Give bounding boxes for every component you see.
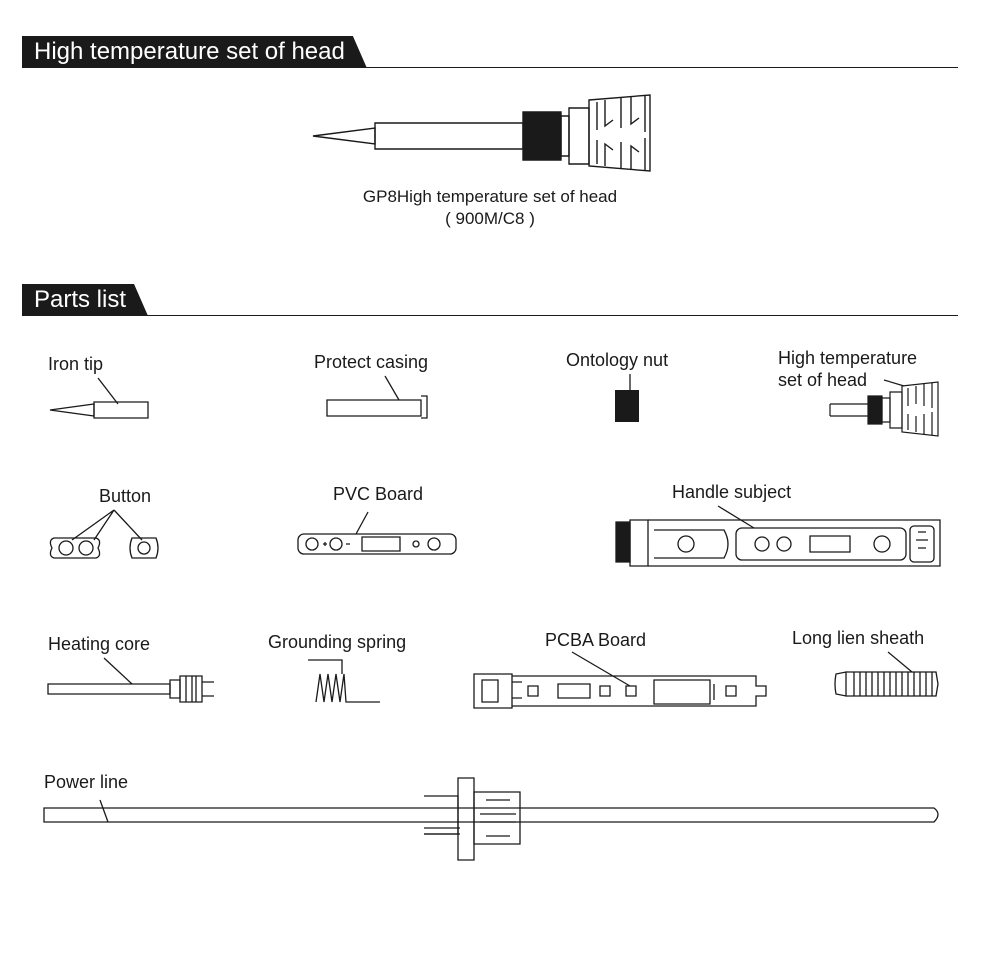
pcba-board-icon <box>470 650 770 714</box>
part-label-line1: High temperature <box>778 348 918 368</box>
long-lien-sheath-icon <box>832 650 940 700</box>
handle-subject-icon <box>614 504 944 572</box>
part-label-button: Button <box>99 486 152 506</box>
protect-casing-icon <box>325 372 429 420</box>
product-model: ( 900M/C8 ) <box>445 209 535 228</box>
section-header-high-temp-head: High temperature set of head <box>22 36 958 72</box>
part-label-heating-core: Heating core <box>48 634 151 654</box>
part-label-power-line: Power line <box>44 772 129 792</box>
pvc-board-icon <box>296 508 460 558</box>
part-label-protect-casing: Protect casing <box>314 352 429 372</box>
section-divider <box>22 66 958 68</box>
part-label-high-temp-head: High temperature set of head <box>778 348 917 390</box>
ontology-nut-icon <box>615 372 639 422</box>
power-line-icon <box>40 770 946 866</box>
part-label-iron-tip: Iron tip <box>48 354 104 374</box>
part-label-grounding-spring: Grounding spring <box>268 632 407 652</box>
section-title: High temperature set of head <box>22 36 367 68</box>
iron-tip-icon <box>48 374 152 420</box>
button-icon <box>46 508 162 560</box>
part-label-long-lien-sheath: Long lien sheath <box>792 628 925 648</box>
grounding-spring-icon <box>306 652 384 708</box>
section-title: Parts list <box>22 284 148 316</box>
part-label-line2: set of head <box>778 370 868 390</box>
part-label-pcba-board: PCBA Board <box>545 630 647 650</box>
heating-core-icon <box>44 654 220 706</box>
part-label-ontology-nut: Ontology nut <box>566 350 669 370</box>
section-header-parts-list: Parts list <box>22 284 958 320</box>
part-label-handle-subject: Handle subject <box>672 482 792 502</box>
section-divider <box>22 314 958 316</box>
high-temp-head-icon <box>828 380 940 438</box>
product-name: GP8High temperature set of head <box>362 187 618 206</box>
product-caption: GP8High temperature set of head ( 900M/C… <box>280 186 700 230</box>
part-label-pvc-board: PVC Board <box>333 484 424 504</box>
high-temp-head-illustration <box>305 92 655 174</box>
